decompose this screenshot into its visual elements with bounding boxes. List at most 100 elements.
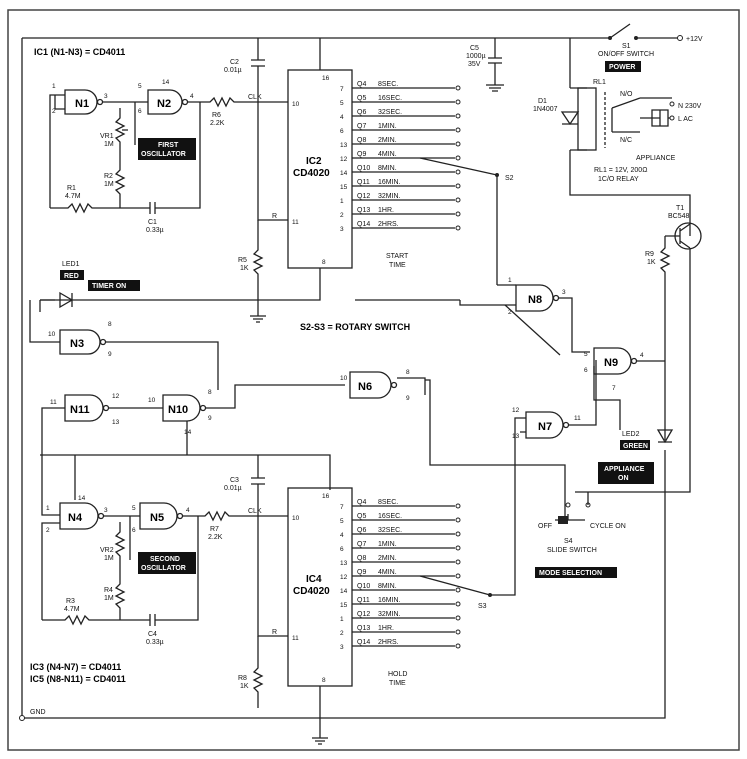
svg-text:3: 3 (104, 93, 108, 100)
ic4-time-5: 4MIN. (378, 569, 397, 576)
ic4-output-3: Q7 (357, 541, 366, 548)
r3-value: 4.7M (64, 606, 80, 613)
svg-text:13: 13 (512, 433, 520, 440)
ic4-contact-3 (455, 545, 461, 551)
svg-text:9: 9 (108, 351, 112, 358)
ic2-contact-3 (455, 127, 461, 133)
r5-value: 1K (240, 265, 249, 272)
c3-value: 0.01µ (224, 485, 242, 492)
ic4-time-9: 1HR. (378, 625, 394, 632)
c1-value: 0.33µ (146, 227, 164, 234)
ic2-contact-9 (455, 211, 461, 217)
svg-text:10: 10 (292, 515, 300, 522)
ic4-pin-10: 3 (340, 644, 344, 651)
rl1-label: RL1 (593, 79, 606, 86)
gate-n6: N6 (358, 381, 372, 393)
nc-label: N/C (620, 137, 632, 144)
ic2-contact-5 (455, 155, 461, 161)
gate-n1: N1 (75, 98, 89, 110)
svg-text:9: 9 (208, 415, 212, 422)
gate-n5: N5 (150, 512, 164, 524)
c5-label: C5 (470, 45, 479, 52)
ic4-part: CD4020 (293, 586, 330, 597)
c5-value: 1000µ (466, 53, 486, 60)
ic4-pin-7: 15 (340, 602, 348, 609)
svg-text:1: 1 (508, 277, 512, 284)
svg-text:4: 4 (186, 507, 190, 514)
svg-text:R: R (272, 629, 277, 636)
gate-n4: N4 (68, 512, 83, 524)
diagram-frame (7, 9, 740, 751)
svg-text:12: 12 (112, 393, 120, 400)
svg-text:11: 11 (574, 415, 581, 422)
ic2-contact-4 (455, 141, 461, 147)
ic4-pin-3: 6 (340, 546, 344, 553)
ic4-output-1: Q5 (357, 513, 366, 520)
c1-label: C1 (148, 219, 157, 226)
ic4-output-8: Q12 (357, 611, 370, 618)
capacitor-c3: C3 0.01µ R8 1K (224, 455, 288, 708)
svg-text:4: 4 (640, 352, 644, 359)
ic2-contact-1 (455, 99, 461, 105)
r5-label: R5 (238, 257, 247, 264)
ic2-output-9: Q13 (357, 207, 370, 214)
ic2-pin-5: 12 (340, 156, 348, 163)
ic4-output-4: Q8 (357, 555, 366, 562)
ic2-pin-7: 15 (340, 184, 348, 191)
ic4-contact-6 (455, 587, 461, 593)
vr2-value: 1M (104, 555, 114, 562)
r6-value: 2.2K (210, 120, 225, 127)
svg-text:13: 13 (112, 419, 120, 426)
svg-text:8: 8 (406, 369, 410, 376)
ic2-contact-8 (455, 197, 461, 203)
rotary-switch-s3: S3 (419, 575, 492, 610)
r1-label: R1 (67, 185, 76, 192)
ic2-pin-6: 14 (340, 170, 348, 177)
ic2-output-8: Q12 (357, 193, 370, 200)
ic4-pin-2: 4 (340, 532, 344, 539)
r7-value: 2.2K (208, 534, 223, 541)
ic2-contact-6 (455, 169, 461, 175)
vr1-value: 1M (104, 141, 114, 148)
d1-label: D1 (538, 98, 547, 105)
svg-text:5: 5 (584, 351, 588, 358)
svg-text:6: 6 (584, 367, 588, 374)
power-switch-s1: S1 ON/OFF SWITCH POWER (598, 23, 654, 72)
ic2-pin-2: 4 (340, 114, 344, 121)
ic4-output-6: Q10 (357, 583, 370, 590)
ic4-clk-text: CLK (248, 508, 262, 515)
r3-label: R3 (66, 598, 75, 605)
r6-label: R6 (212, 112, 221, 119)
r4-value: 1M (104, 595, 114, 602)
ic4-contact-4 (455, 559, 461, 565)
vcc-label: +12V (686, 36, 703, 43)
ic2-time-8: 32MIN. (378, 193, 401, 200)
gnd-label: GND (30, 709, 46, 716)
s1-label: S1 (622, 43, 631, 50)
ic2-time-1: 16SEC. (378, 95, 402, 102)
t1-label: T1 (676, 205, 684, 212)
svg-text:4: 4 (190, 93, 194, 100)
t1-value: BC548 (668, 213, 690, 220)
svg-text:2: 2 (508, 309, 512, 316)
r2-value: 1M (104, 181, 114, 188)
ic4-output-0: Q4 (357, 499, 366, 506)
ic4-contact-8 (455, 615, 461, 621)
ic2-output-4: Q8 (357, 137, 366, 144)
ic2-output-0: Q4 (357, 81, 366, 88)
ic4-pin-1: 5 (340, 518, 344, 525)
c3-label: C3 (230, 477, 239, 484)
ic2-time-0: 8SEC. (378, 81, 398, 88)
red-tag: RED (64, 273, 79, 280)
ic4-time-7: 16MIN. (378, 597, 401, 604)
s4-label: S4 (564, 538, 573, 545)
gate-n9: N9 (604, 357, 618, 369)
svg-text:2: 2 (46, 527, 50, 534)
ic2-part: CD4020 (293, 168, 330, 179)
ic2-pin-8: 1 (340, 198, 344, 205)
ic4-time-4: 2MIN. (378, 555, 397, 562)
